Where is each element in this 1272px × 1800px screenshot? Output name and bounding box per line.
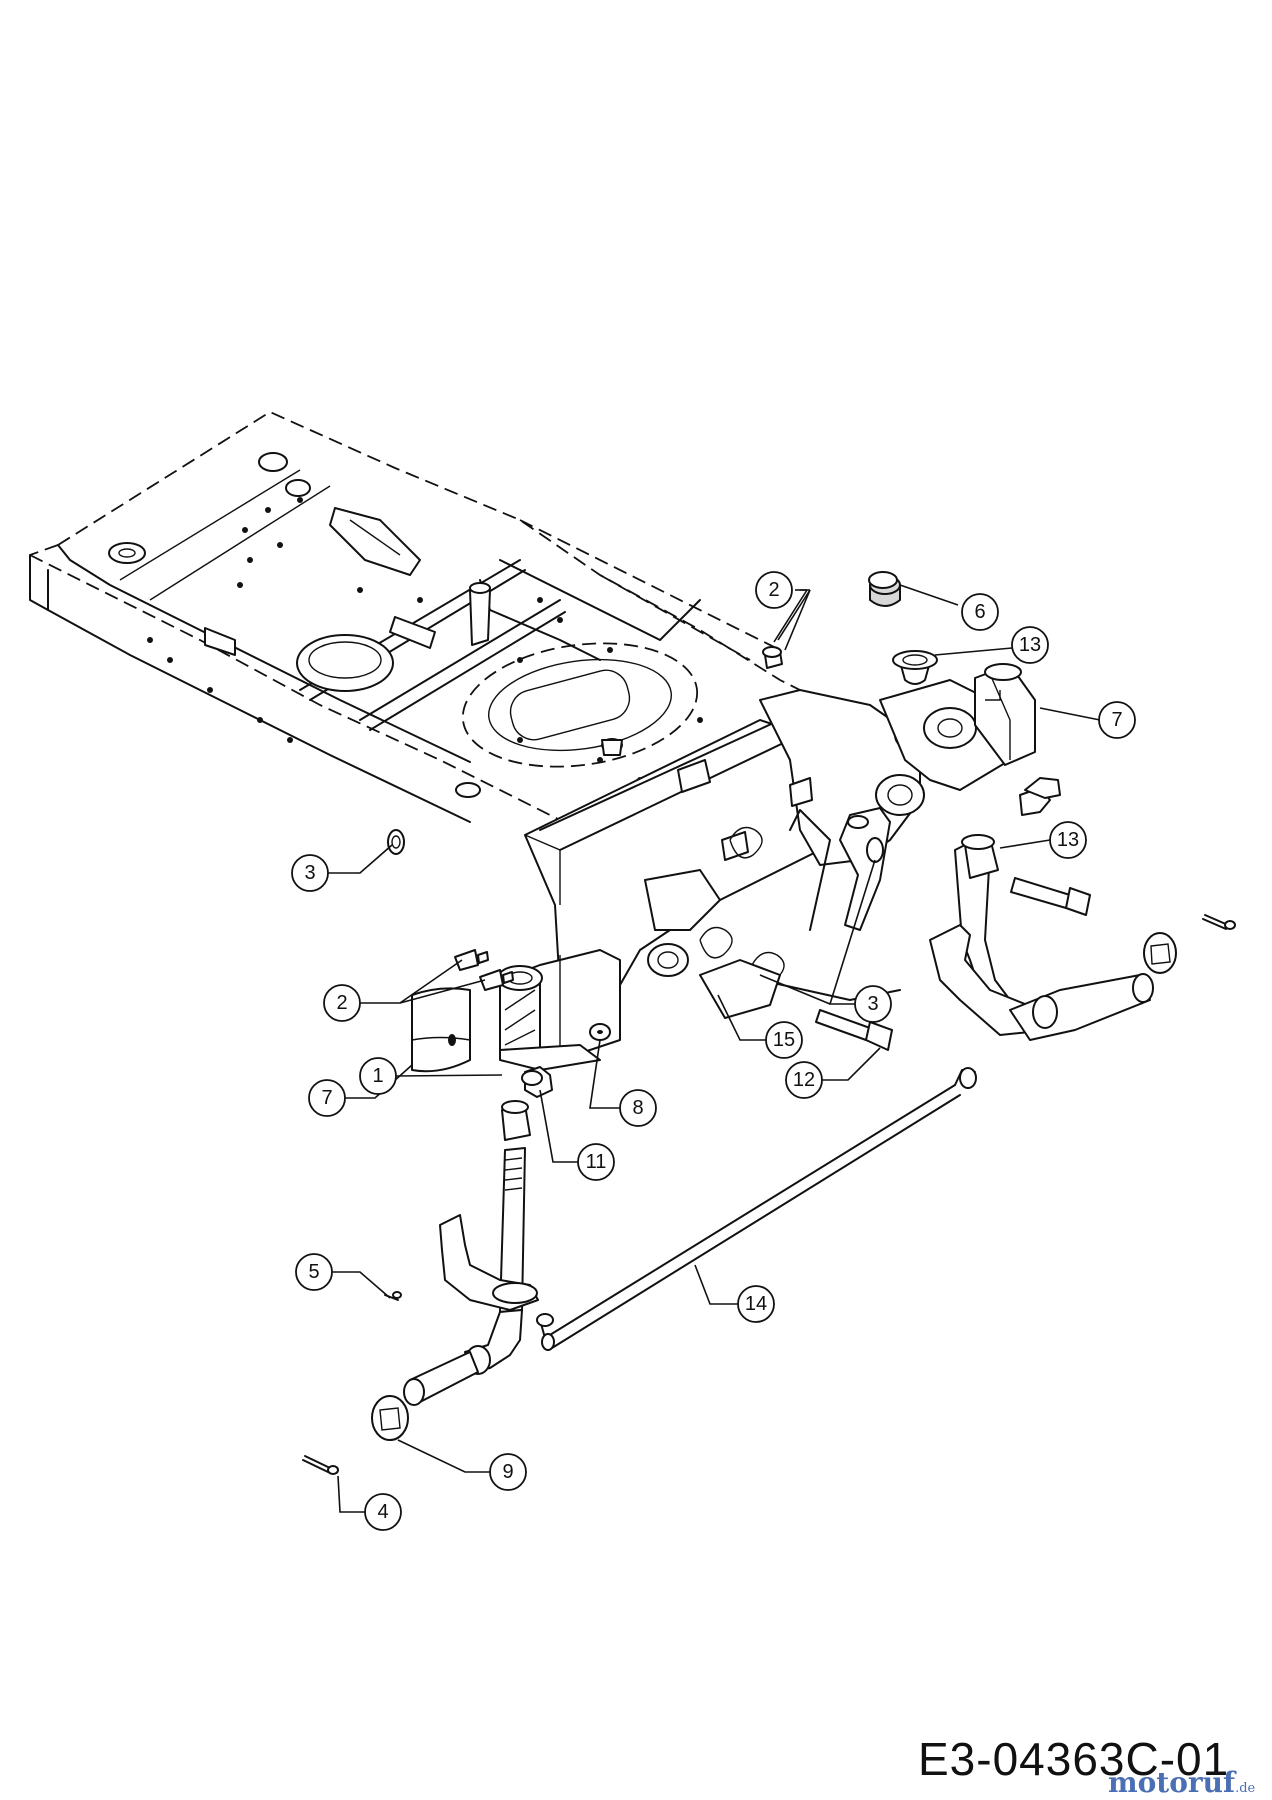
spindle-housing-left (497, 949, 621, 1071)
washer-8 (589, 1023, 611, 1041)
callout-label: 6 (974, 601, 985, 623)
chassis-frame (29, 410, 861, 823)
callouts: 2 6 13 7 13 3 2 1 (291, 571, 1136, 1531)
callout-label: 8 (632, 1097, 643, 1119)
pin-12 (815, 1009, 893, 1051)
callout-label: 7 (321, 1087, 332, 1109)
callout-label: 14 (745, 1293, 767, 1315)
callout-8: 8 (619, 1089, 657, 1127)
callout-9: 9 (489, 1453, 527, 1491)
callout-label: 2 (336, 992, 347, 1014)
callout-label: 3 (304, 862, 315, 884)
sleeve-7-left (411, 987, 471, 1073)
callout-15: 15 (765, 1021, 803, 1059)
cap-6 (868, 571, 901, 607)
watermark-brand: motoruf (1108, 1766, 1236, 1799)
tie-rod-14 (536, 1067, 977, 1351)
callout-1: 1 (359, 1057, 397, 1095)
sleeve-7-right (974, 663, 1036, 766)
callout-11: 11 (577, 1143, 615, 1181)
callout-label: 4 (377, 1501, 388, 1523)
callout-label: 9 (502, 1461, 513, 1483)
callout-label: 1 (372, 1065, 383, 1087)
callout-13-lower: 13 (1049, 821, 1087, 859)
callout-label: 2 (768, 579, 779, 601)
callout-label: 12 (793, 1069, 815, 1091)
callout-label: 5 (308, 1261, 319, 1283)
callout-label: 3 (867, 993, 878, 1015)
callout-7-right: 7 (1098, 701, 1136, 739)
bolts-2 (454, 646, 783, 991)
spindle-right (929, 777, 1154, 1041)
cotter-pins-4-5 (302, 914, 1236, 1475)
front-axle-bolster (524, 679, 1011, 1019)
callout-3-left: 3 (291, 854, 329, 892)
callout-label: 7 (1111, 709, 1122, 731)
bolt-11 (521, 1066, 553, 1098)
callout-3-right: 3 (854, 985, 892, 1023)
callout-4: 4 (364, 1493, 402, 1531)
hub-washer-9 (371, 932, 1177, 1441)
spindle-left-lower (403, 1100, 539, 1406)
callout-2-top: 2 (755, 571, 793, 609)
callout-6: 6 (961, 593, 999, 631)
bushing-13-upper (892, 650, 938, 685)
callout-7-left: 7 (308, 1079, 346, 1117)
callout-label: 11 (586, 1151, 607, 1173)
callout-12: 12 (785, 1061, 823, 1099)
watermark-logo: motoruf.de (1108, 1766, 1255, 1799)
leader-lines (328, 584, 1101, 1513)
callout-13-upper: 13 (1011, 626, 1049, 664)
callout-label: 13 (1057, 829, 1079, 851)
diagram-code: E3-04363C-01 (918, 1733, 1230, 1785)
watermark-suffix: .de (1235, 1781, 1256, 1796)
callout-5: 5 (295, 1253, 333, 1291)
callout-14: 14 (737, 1285, 775, 1323)
callout-label: 13 (1019, 634, 1041, 656)
nuts-3 (387, 829, 884, 863)
callout-2-left: 2 (323, 984, 361, 1022)
callout-label: 15 (773, 1029, 795, 1051)
